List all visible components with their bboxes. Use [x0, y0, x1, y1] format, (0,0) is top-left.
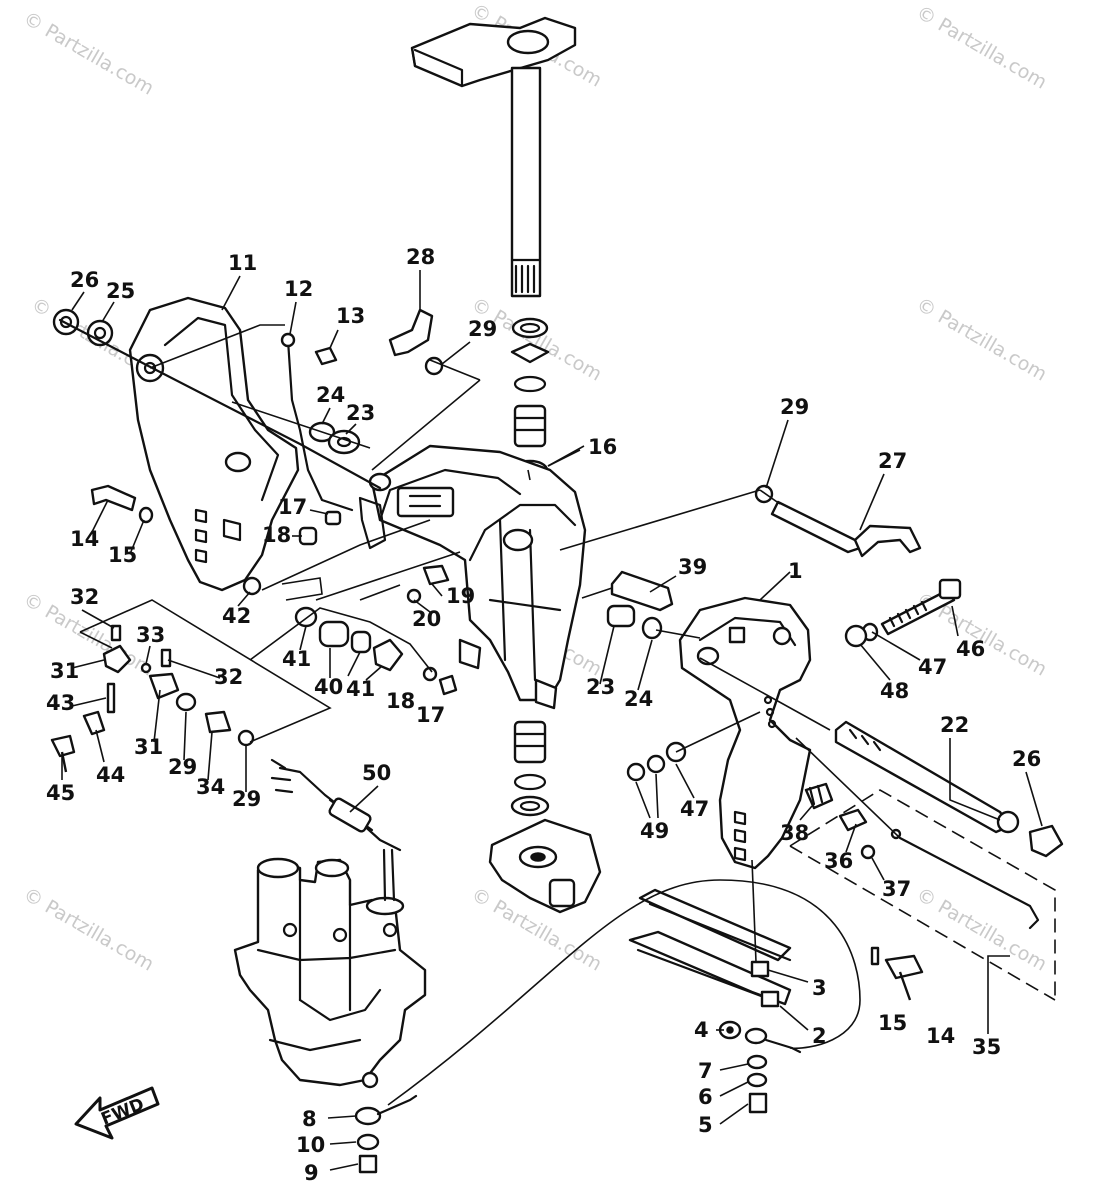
callout-3: 3 [812, 976, 827, 1000]
callout-31: 31 [134, 735, 163, 759]
callout-25: 25 [106, 279, 135, 303]
callout-34: 34 [196, 775, 225, 799]
watermark: © Partzilla.com [913, 1, 1051, 93]
callout-23: 23 [346, 401, 375, 425]
callout-45: 45 [46, 781, 75, 805]
callout-41: 41 [346, 677, 375, 701]
callout-32: 32 [70, 585, 99, 609]
watermark: © Partzilla.com [20, 7, 158, 99]
callout-6: 6 [698, 1085, 713, 1109]
callout-47: 47 [680, 797, 709, 821]
watermark: © Partzilla.com [20, 883, 158, 975]
callout-42: 42 [222, 604, 251, 628]
callout-15: 15 [878, 1011, 907, 1035]
callout-39: 39 [678, 555, 707, 579]
swivel-bracket [370, 444, 587, 710]
callout-4: 4 [694, 1018, 709, 1042]
callout-28: 28 [406, 245, 435, 269]
callout-14: 14 [926, 1024, 955, 1048]
callout-38: 38 [780, 821, 809, 845]
callout-36: 36 [824, 849, 853, 873]
callout-9: 9 [304, 1161, 319, 1185]
callout-18: 18 [386, 689, 415, 713]
callout-43: 43 [46, 691, 75, 715]
callout-35: 35 [972, 1035, 1001, 1059]
callout-49: 49 [640, 819, 669, 843]
callout-17: 17 [416, 703, 445, 727]
callout-37: 37 [882, 877, 911, 901]
callout-12: 12 [284, 277, 313, 301]
callout-2: 2 [812, 1024, 827, 1048]
callout-29: 29 [780, 395, 809, 419]
callout-50: 50 [362, 761, 391, 785]
clamp-bracket-left [128, 296, 300, 592]
lower-bushing-stack [510, 720, 550, 817]
callout-20: 20 [412, 607, 441, 631]
callout-33: 33 [136, 623, 165, 647]
callout-labels: 1 2 3 4 5 6 7 8 9 10 11 12 13 14 14 15 1… [46, 245, 1041, 1185]
tilt-unit [233, 848, 427, 1089]
callout-27: 27 [878, 449, 907, 473]
callout-5: 5 [698, 1113, 713, 1137]
lower-mount [488, 818, 602, 914]
callout-31: 31 [50, 659, 79, 683]
callout-41: 41 [282, 647, 311, 671]
callout-10: 10 [296, 1133, 325, 1157]
callout-47: 47 [918, 655, 947, 679]
callout-18: 18 [262, 523, 291, 547]
callout-14: 14 [70, 527, 99, 551]
callout-17: 17 [278, 495, 307, 519]
callout-24: 24 [316, 383, 345, 407]
callout-46: 46 [956, 637, 985, 661]
callout-44: 44 [96, 763, 125, 787]
callout-48: 48 [880, 679, 909, 703]
callout-16: 16 [588, 435, 617, 459]
callout-22: 22 [940, 713, 969, 737]
fwd-arrow-icon: FWD [74, 1086, 160, 1140]
callout-29: 29 [468, 317, 497, 341]
callout-11: 11 [228, 251, 257, 275]
small-parts [50, 308, 458, 852]
right-parts [354, 484, 1064, 1174]
callout-29: 29 [168, 755, 197, 779]
callout-24: 24 [624, 687, 653, 711]
callout-1: 1 [788, 559, 803, 583]
callout-26: 26 [1012, 747, 1041, 771]
callout-7: 7 [698, 1059, 713, 1083]
callout-40: 40 [314, 675, 343, 699]
watermark: © Partzilla.com [913, 883, 1051, 975]
callout-13: 13 [336, 304, 365, 328]
callout-8: 8 [302, 1107, 317, 1131]
leader-lines [58, 318, 1056, 1106]
callout-26: 26 [70, 268, 99, 292]
watermark: © Partzilla.com [913, 293, 1051, 385]
callout-19: 19 [446, 584, 475, 608]
callout-leaders [61, 270, 1043, 1171]
steering-arm-shaft [410, 16, 577, 298]
